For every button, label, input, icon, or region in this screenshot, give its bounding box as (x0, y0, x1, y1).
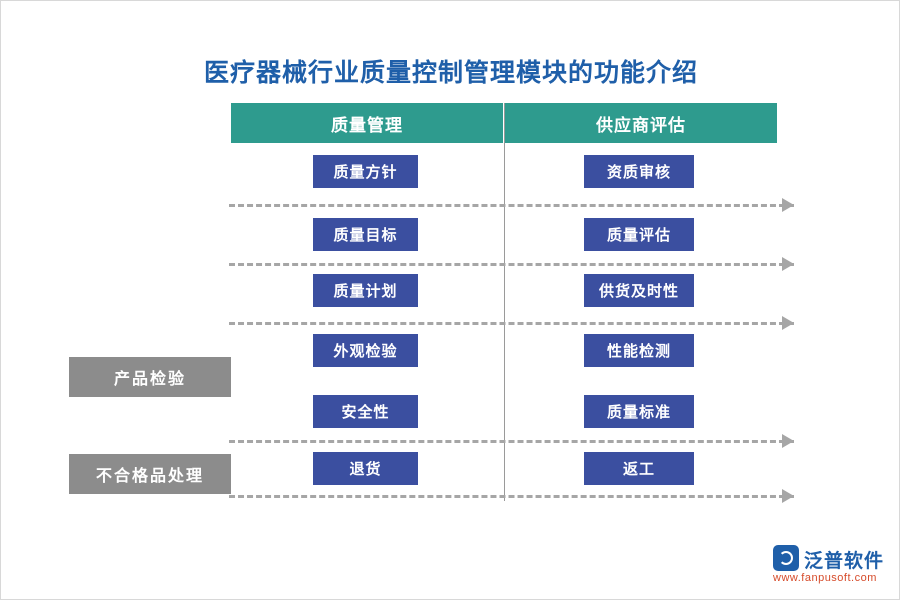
connector-row-2 (229, 263, 794, 269)
node-quality-standard[interactable]: 质量标准 (584, 395, 694, 428)
footer-logo-name: 泛普软件 (804, 551, 885, 572)
connector-row-4 (229, 440, 794, 446)
node-return[interactable]: 退货 (313, 452, 418, 485)
connector-arrow-3 (782, 316, 794, 330)
connector-row-3 (229, 322, 794, 328)
connector-row-5 (229, 495, 794, 501)
node-qualification-review[interactable]: 资质审核 (584, 155, 694, 188)
node-rework[interactable]: 返工 (584, 452, 694, 485)
node-appearance-check[interactable]: 外观检验 (313, 334, 418, 367)
page-title: 医疗器械行业质量控制管理模块的功能介绍 (203, 59, 698, 87)
column-divider (504, 103, 505, 501)
node-quality-objective[interactable]: 质量目标 (313, 218, 418, 251)
node-performance-test[interactable]: 性能检测 (584, 334, 694, 367)
footer-logo-url: www.fanpusoft.com (773, 572, 877, 584)
fanpu-logo-icon (773, 545, 799, 571)
side-label-product-inspection: 产品检验 (69, 357, 231, 397)
footer-logo: 泛普软件 www.fanpusoft.com (773, 543, 885, 589)
node-quality-plan[interactable]: 质量计划 (313, 274, 418, 307)
node-delivery-timeliness[interactable]: 供货及时性 (584, 274, 694, 307)
connector-arrow-2 (782, 257, 794, 271)
connector-arrow-5 (782, 489, 794, 503)
node-quality-evaluation[interactable]: 质量评估 (584, 218, 694, 251)
connector-arrow-4 (782, 434, 794, 448)
column-header-quality: 质量管理 (231, 103, 503, 143)
side-label-nonconforming: 不合格品处理 (69, 454, 231, 494)
column-header-supplier: 供应商评估 (505, 103, 777, 143)
connector-arrow-1 (782, 198, 794, 212)
node-quality-policy[interactable]: 质量方针 (313, 155, 418, 188)
connector-row-1 (229, 204, 794, 210)
node-safety[interactable]: 安全性 (313, 395, 418, 428)
